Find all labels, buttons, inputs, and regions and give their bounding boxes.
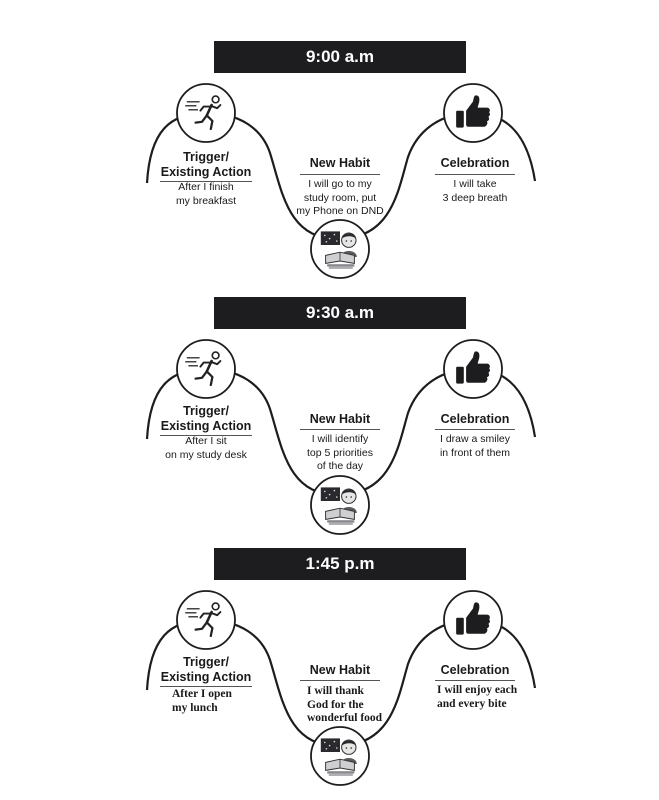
celebration-rule [435, 680, 515, 681]
habit-rule [300, 680, 380, 681]
time-bar: 1:45 p.m [214, 548, 466, 580]
habit-curve [145, 83, 537, 279]
trigger-rule [160, 435, 252, 436]
habit-curve [145, 339, 537, 535]
habit-section-1: 9:00 a.m Trigger/ Existing Action After … [0, 41, 659, 291]
celebration-rule [435, 174, 515, 175]
habit-heading: New Habit [309, 156, 371, 170]
trigger-heading: Trigger/ Existing Action [160, 655, 252, 684]
trigger-heading: Trigger/ Existing Action [160, 404, 252, 433]
trigger-text: After I sit on my study desk [165, 435, 247, 461]
celebration-heading: Celebration [440, 663, 510, 677]
habit-section-2: 9:30 a.m Trigger/ Existing Action After … [0, 297, 659, 547]
trigger-rule [160, 686, 252, 687]
celebration-heading: Celebration [440, 412, 510, 426]
trigger-text: After I finish my breakfast [175, 181, 237, 207]
habit-heading: New Habit [309, 663, 371, 677]
time-bar: 9:30 a.m [214, 297, 466, 329]
celebration-text: I draw a smiley in front of them [439, 433, 511, 459]
habit-text: I will thank God for the wonderful food [307, 685, 383, 724]
habit-section-3: 1:45 p.m Trigger/ Existing Action After … [0, 548, 659, 798]
habit-text: I will go to my study room, put my Phone… [296, 178, 384, 217]
habit-curve [145, 590, 537, 786]
trigger-heading: Trigger/ Existing Action [160, 150, 252, 179]
trigger-text: After I open my lunch [172, 688, 232, 714]
habit-rule [300, 429, 380, 430]
habit-rule [300, 174, 380, 175]
celebration-rule [435, 429, 515, 430]
celebration-text: I will enjoy each and every bite [437, 684, 518, 710]
celebration-text: I will take 3 deep breath [442, 178, 508, 204]
habit-text: I will identify top 5 priorities of the … [307, 433, 373, 472]
trigger-rule [160, 181, 252, 182]
celebration-heading: Celebration [440, 156, 510, 170]
habit-heading: New Habit [309, 412, 371, 426]
time-bar: 9:00 a.m [214, 41, 466, 73]
